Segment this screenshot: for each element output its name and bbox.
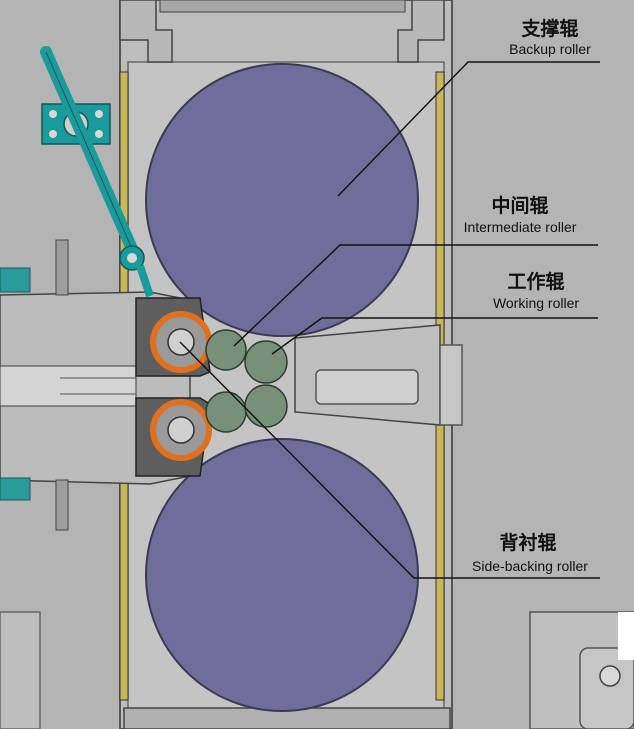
label-working-en: Working roller — [493, 295, 579, 311]
top-right-clamp — [397, 0, 445, 63]
label-side-backing-cn: 背衬辊 — [499, 531, 556, 554]
upper-side-backing-hub — [167, 328, 195, 356]
left-hose-lower — [55, 479, 69, 531]
right-end-cap — [439, 344, 463, 426]
label-backup-cn: 支撑辊 — [520, 17, 578, 40]
lower-backup-roller — [145, 438, 419, 712]
hydraulic-arm-icon — [40, 46, 154, 298]
left-fitting-lower — [0, 477, 31, 501]
left-piston-rod — [0, 365, 137, 407]
lower-intermediate-roller — [205, 391, 247, 433]
left-fitting-upper — [0, 267, 31, 293]
right-slot — [315, 369, 419, 405]
label-working-cn: 工作辊 — [507, 270, 564, 293]
leader-working — [271, 317, 598, 355]
bottom-right-hole — [599, 665, 621, 687]
bottom-right-plate — [579, 647, 634, 729]
label-intermediate-cn: 中间辊 — [491, 194, 548, 217]
leader-lines — [179, 61, 600, 579]
label-side-backing-en: Side-backing roller — [472, 558, 588, 574]
upper-intermediate-roller — [205, 329, 247, 371]
top-left-clamp — [119, 0, 173, 63]
leader-intermediate — [233, 244, 598, 347]
leader-backup — [337, 61, 600, 197]
label-backup-en: Backup roller — [509, 41, 591, 57]
left-hose-upper — [55, 239, 69, 296]
top-beam — [159, 0, 406, 13]
upper-backup-roller — [145, 63, 419, 337]
label-intermediate-en: Intermediate roller — [464, 219, 577, 235]
leader-side-backing — [179, 341, 600, 579]
lower-working-roller — [244, 384, 288, 428]
lower-side-backing-hub — [167, 416, 195, 444]
bottom-right-notch — [618, 612, 634, 660]
bottom-left-block — [0, 611, 41, 729]
